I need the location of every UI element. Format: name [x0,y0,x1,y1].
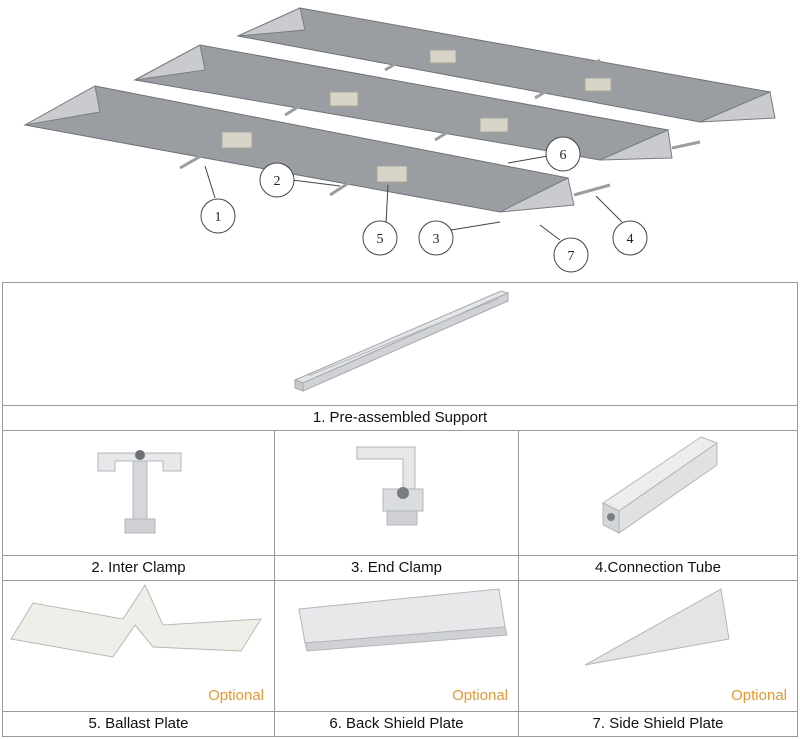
optional-badge-back-shield: Optional [452,687,508,704]
callout-1 [200,198,236,234]
part-cell-support: 1. Pre-assembled Support [3,283,797,431]
part-cell-ballast-plate: Optional 5. Ballast Plate [3,581,275,736]
callout-6 [545,136,581,172]
part-cell-end-clamp: 3. End Clamp [275,431,519,581]
callout-4-text: 4 [627,232,634,247]
callout-3-text: 3 [433,232,440,247]
callout-7-text: 7 [568,249,575,264]
part-label-back-shield-plate: 6. Back Shield Plate [275,711,518,736]
callout-5-text: 5 [377,232,384,247]
part-cell-inter-clamp: 2. Inter Clamp [3,431,275,581]
callout-7 [553,237,589,273]
part-label-side-shield-plate: 7. Side Shield Plate [519,711,797,736]
callout-4 [612,220,648,256]
parts-table: 1. Pre-assembled Support 2. Inter Clamp … [2,282,798,737]
part-label-end-clamp: 3. End Clamp [275,555,518,580]
part-label-inter-clamp: 2. Inter Clamp [3,555,274,580]
part-label-connection-tube: 4.Connection Tube [519,555,797,580]
side-shield-plate-image [584,588,730,666]
callout-2-text: 2 [274,174,281,189]
callout-2 [259,162,295,198]
assembly-diagram: 1 2 3 4 5 6 7 [0,0,800,282]
back-shield-plate-image [298,588,508,652]
callout-5 [362,220,398,256]
connection-tube-image [602,436,719,534]
callout-3 [418,220,454,256]
part-cell-connection-tube: 4.Connection Tube [519,431,797,581]
inter-clamp-image [97,450,182,534]
part-label-support: 1. Pre-assembled Support [3,405,797,430]
ballast-plate-image [10,583,262,658]
support-image [293,290,510,392]
part-cell-side-shield-plate: Optional 7. Side Shield Plate [519,581,797,736]
callout-1-text: 1 [215,210,222,225]
end-clamp-image [356,446,424,526]
assembly-illustration: 1 2 3 4 5 6 7 [23,7,776,273]
part-cell-back-shield-plate: Optional 6. Back Shield Plate [275,581,519,736]
callout-6-text: 6 [560,148,567,163]
part-label-ballast-plate: 5. Ballast Plate [3,711,274,736]
optional-badge-side-shield: Optional [731,687,787,704]
optional-badge-ballast: Optional [208,687,264,704]
